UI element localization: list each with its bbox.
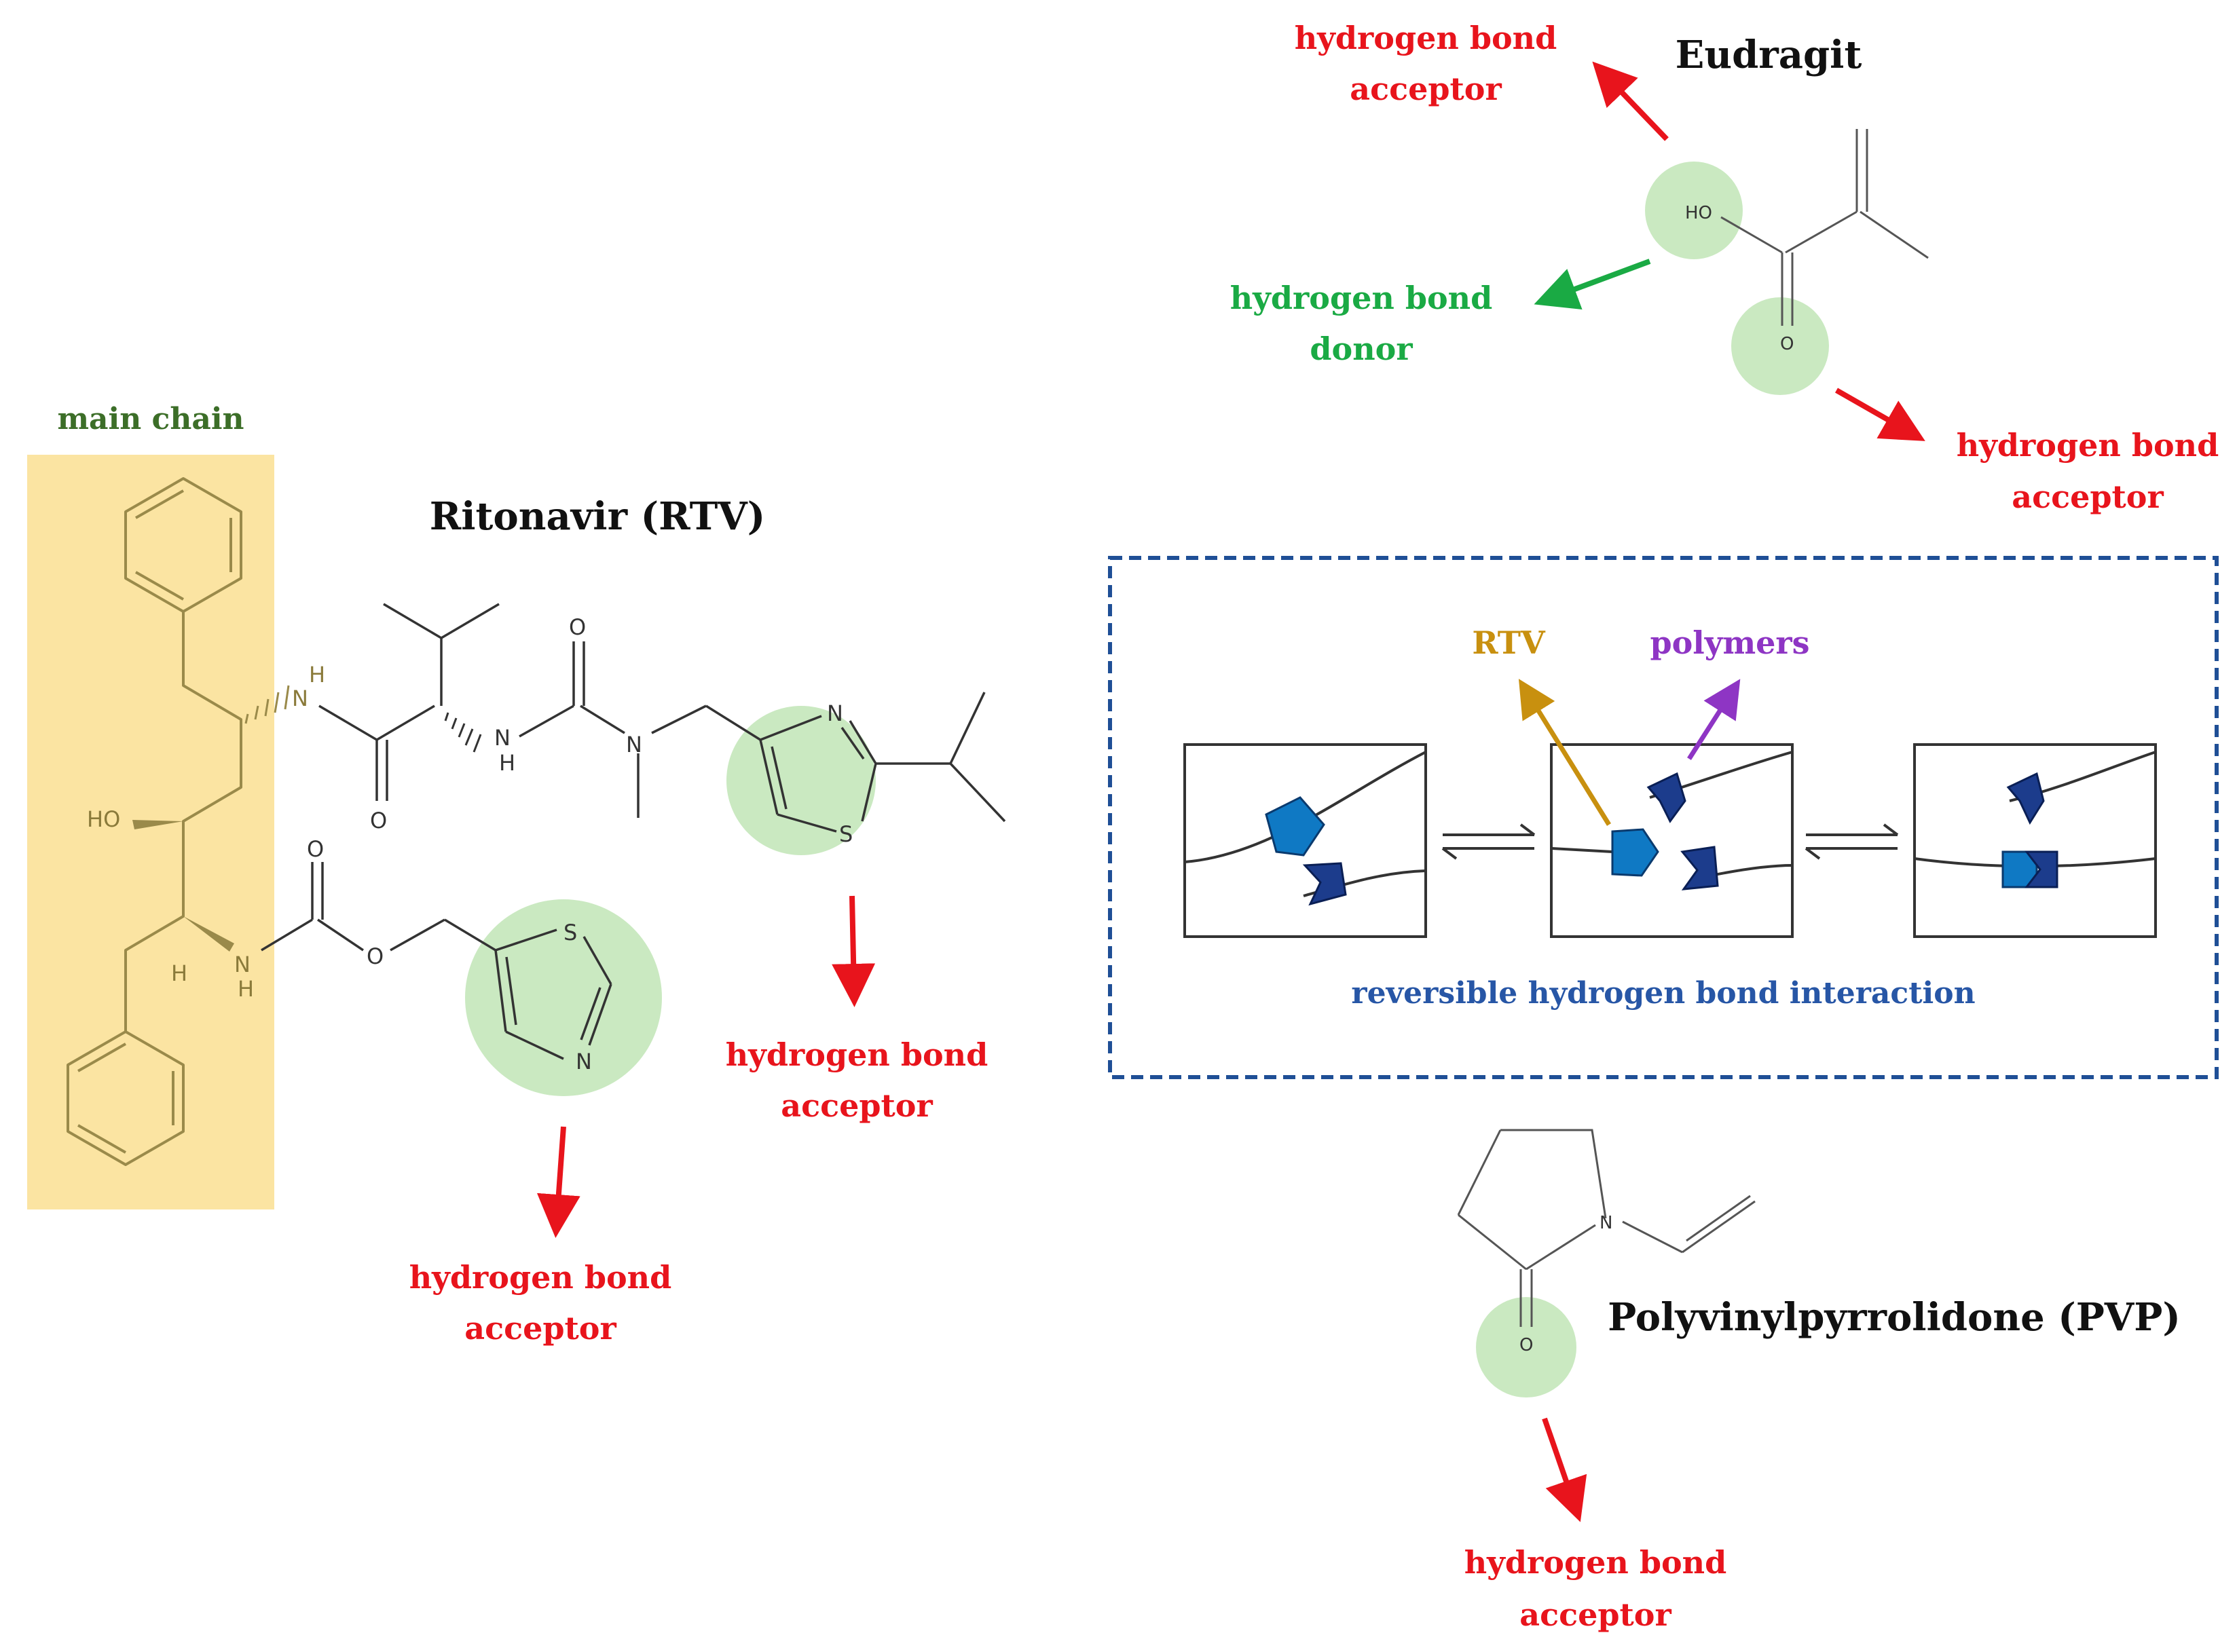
atom-h-urea: H <box>499 750 515 776</box>
carbamate-group <box>261 862 496 952</box>
atom-n-pvp: N <box>1600 1213 1612 1233</box>
arrow-rtv <box>1518 679 1611 826</box>
arrow-acceptor-eudragit-top <box>1592 61 1669 141</box>
pvp-o-highlight <box>1476 1297 1576 1397</box>
interaction-caption: reversible hydrogen bond interaction <box>1351 976 1975 1011</box>
arrow-acceptor-eudragit-right <box>1835 388 1925 441</box>
atom-o-urea: O <box>569 614 586 640</box>
atom-o-amide: O <box>370 808 387 833</box>
label-acceptor-thiazole-bottom-1: hydrogen bond <box>409 1259 672 1296</box>
atom-h-carbamate: H <box>238 976 254 1002</box>
label-donor-eudragit-1: hydrogen bond <box>1230 280 1493 316</box>
ritonavir-backbone <box>318 603 761 818</box>
label-polymers: polymers <box>1650 624 1809 661</box>
panel-dissociated <box>1550 743 1794 938</box>
atom-n-thiazole-bottom: N <box>576 1049 592 1074</box>
atom-n-urea: N <box>494 725 511 751</box>
atom-o-pvp: O <box>1519 1335 1533 1355</box>
pvp-title: Polyvinylpyrrolidone (PVP) <box>1608 1295 2181 1340</box>
atom-h-amide: H <box>309 662 325 688</box>
arrow-donor-eudragit <box>1534 259 1651 310</box>
label-acceptor-eudragit-top-2: acceptor <box>1350 71 1502 107</box>
label-acceptor-pvp-2: acceptor <box>1519 1596 1671 1633</box>
wedge-bond-oh <box>132 820 183 829</box>
atom-ho-eudragit: HO <box>1685 203 1712 223</box>
polymer-shape-unbound-right <box>2006 772 2045 825</box>
atom-o-eudragit: O <box>1780 334 1794 354</box>
interaction-box: RTV polymers reversible hydrogen bond in… <box>1108 556 2219 1079</box>
ritonavir-title: Ritonavir (RTV) <box>430 494 766 539</box>
arrow-acceptor-thiazole-top <box>832 895 876 1007</box>
ritonavir-structure: main chain <box>27 402 1006 1347</box>
main-chain-highlight <box>27 455 274 1209</box>
thiazole-highlight-top <box>726 706 876 855</box>
atom-ho: HO <box>87 806 120 832</box>
label-acceptor-eudragit-right-2: acceptor <box>2012 478 2164 515</box>
eudragit-oh-highlight <box>1645 162 1743 259</box>
arrow-acceptor-thiazole-bottom <box>536 1126 580 1238</box>
atom-n-amide: N <box>292 686 308 711</box>
thiazole-highlight-bottom <box>465 899 662 1096</box>
atom-n-methyl: N <box>626 732 642 757</box>
rtv-shape-free <box>1611 828 1659 877</box>
atom-n-thiazole-top: N <box>827 700 843 726</box>
rtv-shape-bound-left <box>1265 796 1325 857</box>
label-acceptor-eudragit-right-1: hydrogen bond <box>1957 427 2219 464</box>
wedge-bond-n-carbamate <box>183 916 234 952</box>
arrow-acceptor-pvp <box>1542 1417 1587 1522</box>
atom-s-thiazole-top: S <box>839 821 853 847</box>
label-acceptor-thiazole-top-1: hydrogen bond <box>726 1036 988 1073</box>
polymer-shape-free-bottom <box>1680 846 1719 890</box>
pvp-structure: N O Polyvinylpyrrolidone (PVP) hydrogen … <box>1457 1129 2181 1633</box>
label-acceptor-eudragit-top-1: hydrogen bond <box>1295 20 1557 56</box>
label-acceptor-thiazole-bottom-2: acceptor <box>464 1310 616 1347</box>
atom-o-carbamate-double: O <box>307 836 324 862</box>
atom-o-carbamate-single: O <box>367 943 384 969</box>
main-chain-label: main chain <box>57 402 244 436</box>
panel-bound-left <box>1183 743 1427 938</box>
phenyl-ring-bottom <box>67 1030 185 1166</box>
main-chain-bonds <box>124 612 242 1032</box>
eudragit-o-highlight <box>1731 297 1829 395</box>
eudragit-title: Eudragit <box>1676 33 1862 77</box>
label-acceptor-pvp-1: hydrogen bond <box>1464 1544 1727 1581</box>
label-donor-eudragit-2: donor <box>1310 331 1413 367</box>
atom-n-carbamate: N <box>234 952 251 977</box>
atom-s-thiazole-bottom: S <box>563 920 577 945</box>
polymer-shape-bound-left <box>1302 862 1347 906</box>
thiazole-ring-bottom <box>494 928 612 1060</box>
panel-bound-right <box>1913 743 2157 938</box>
atom-h-stereo: H <box>171 960 187 986</box>
label-rtv: RTV <box>1472 624 1546 661</box>
eudragit-structure: HO O Eudragit hydrogen bond acceptor hyd… <box>1230 20 2219 515</box>
polymer-shape-bound-right <box>2024 850 2058 888</box>
label-acceptor-thiazole-top-2: acceptor <box>781 1087 933 1124</box>
interaction-box-border <box>1108 556 2219 1079</box>
polymer-shape-free-top <box>1646 772 1686 823</box>
arrow-polymers <box>1687 679 1741 760</box>
hashed-bond-n-top <box>244 685 290 724</box>
thiazole-ring-top <box>759 692 1006 833</box>
